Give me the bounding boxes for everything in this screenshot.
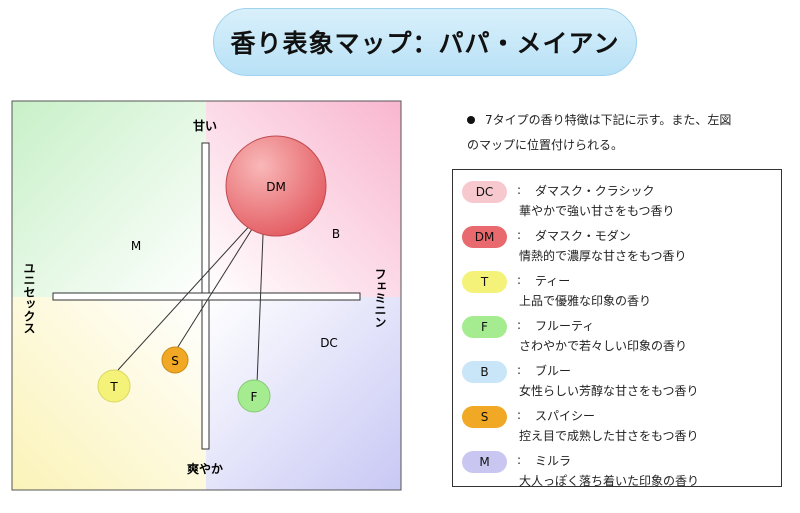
dm-circle [225,135,327,237]
legend-colon: : [517,408,522,422]
page-title: 香り表象マップ：パパ・メイアン [213,8,637,76]
f-circle [237,379,271,413]
legend-desc: 情熱的で濃厚な甘さをもつ香り [519,249,687,263]
quadrant-bottom-right [206,297,401,490]
legend-desc: 上品で優雅な印象の香り [519,294,652,308]
f-label: F [251,390,258,404]
dc-label: DC [320,336,338,350]
axis-label-bottom: 爽やか [187,461,223,476]
t-circle [97,369,131,403]
connector-dm-s [175,209,265,351]
legend-item-s: S : スパイシー 控え目で成熟した甘さをもつ香り [453,401,781,445]
legend-item-m: M : ミルラ 大人っぽく落ち着いた印象の香り [453,446,781,490]
legend-badge: M [462,451,507,473]
dm-label: DM [266,180,286,194]
connector-dm-f [256,209,265,385]
b-label: B [332,227,340,241]
axis-label-top: 甘い [193,118,217,133]
legend-badge: T [462,271,507,293]
legend-desc: 女性らしい芳醇な甘さをもつ香り [519,384,699,398]
legend-desc: 大人っぽく落ち着いた印象の香り [519,474,700,488]
map-frame [11,100,402,491]
legend-name: ブルー [535,364,572,378]
intro-line-2: のマップに位置付けられる。 [467,138,624,152]
legend-colon: : [517,228,522,242]
legend-name: スパイシー [535,409,596,423]
legend-item-dm: DM : ダマスク・モダン 情熱的で濃厚な甘さをもつ香り [453,221,781,265]
legend-colon: : [517,273,522,287]
legend-name: ミルラ [535,454,572,468]
legend-badge: S [462,406,507,428]
legend-item-b: B : ブルー 女性らしい芳醇な甘さをもつ香り [453,356,781,400]
legend-item-dc: DC : ダマスク・クラシック 華やかで強い甘さをもつ香り [453,176,781,220]
horizontal-axis [52,292,361,301]
legend-item-f: F : フルーティ さわやかで若々しい印象の香り [453,311,781,355]
legend-badge: DM [462,226,507,248]
legend-colon: : [517,183,522,197]
intro-line-1: 7タイプの香り特徴は下記に示す。また、左図 [485,113,732,127]
legend-desc: さわやかで若々しい印象の香り [519,339,688,353]
legend-badge: B [462,361,507,383]
axis-label-left: ユニセックス [22,262,36,334]
legend-desc: 華やかで強い甘さをもつ香り [519,204,675,218]
axis-label-right: フェミニン [373,268,387,328]
legend-name: フルーティ [535,319,595,333]
legend-name: ダマスク・モダン [535,229,631,243]
bullet-dot [467,115,475,124]
legend-name: ダマスク・クラシック [535,184,655,198]
legend-colon: : [517,453,522,467]
legend-box: DC : ダマスク・クラシック 華やかで強い甘さをもつ香り DM : ダマスク・… [452,169,782,490]
legend-name: ティー [535,274,571,288]
t-label: T [109,380,118,394]
legend-badge: F [462,316,507,338]
legend-desc: 控え目で成熟した甘さをもつ香り [519,429,699,443]
s-label: S [171,354,179,368]
intro-text: 7タイプの香り特徴は下記に示す。また、左図 のマップに位置付けられる。 [467,108,767,158]
quadrant-top-left [12,101,206,297]
m-label: M [131,239,141,253]
s-circle [161,346,189,374]
legend-badge: DC [462,181,507,203]
legend-colon: : [517,318,522,332]
legend-colon: : [517,363,522,377]
connector-dm-t [117,209,265,371]
legend-item-t: T : ティー 上品で優雅な印象の香り [453,266,781,310]
